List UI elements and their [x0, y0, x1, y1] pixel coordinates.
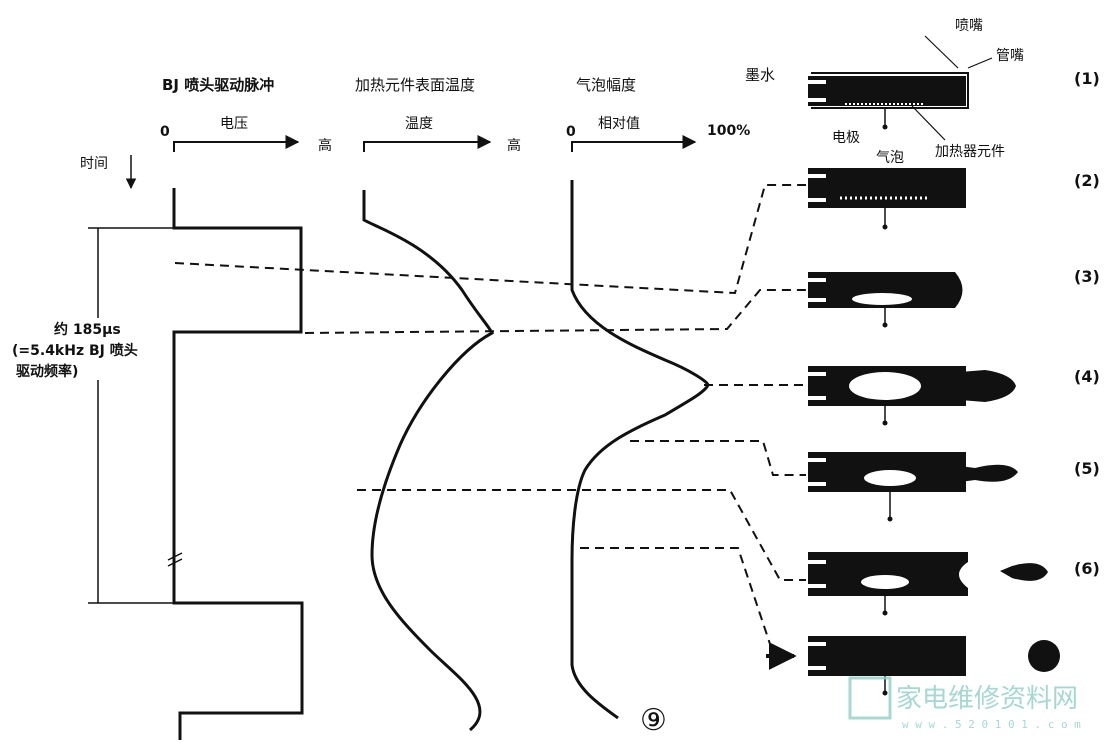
stage-label-1: (1)	[1074, 69, 1100, 88]
temperature-axis-arrow	[363, 135, 492, 152]
bubble-label: 气泡	[876, 150, 904, 166]
stage-label-3: (3)	[1074, 267, 1100, 286]
bubble-axis-high: 100%	[707, 123, 750, 139]
nozzle-stage-5	[808, 452, 1018, 522]
watermark: 家电维修资料网 w w w . 5 2 0 1 0 1 . c o m	[848, 676, 1081, 731]
stage-label-6: (6)	[1074, 559, 1100, 578]
stage-label-5: (5)	[1074, 459, 1100, 478]
temperature-axis-label: 温度	[405, 116, 433, 132]
temperature-column-title: 加热元件表面温度	[355, 76, 475, 94]
pulse-axis-high: 高	[318, 137, 332, 154]
nozzle-label: 喷嘴	[955, 18, 983, 34]
nozzle-stage-2	[808, 168, 966, 230]
bubble-axis-arrow	[571, 135, 697, 152]
drive-pulse-waveform	[172, 188, 304, 740]
watermark-logo	[848, 676, 892, 720]
time-label: 时间	[80, 156, 108, 172]
heater-leader	[911, 105, 946, 141]
stage-label-4: (4)	[1074, 367, 1100, 386]
pulse-axis-zero: 0	[160, 124, 170, 140]
period-label-line3: 驱动频率)	[16, 363, 78, 380]
watermark-text: 家电维修资料网	[896, 684, 1078, 714]
electrode-label: 电极	[832, 130, 860, 146]
ink-label: 墨水	[745, 66, 775, 84]
bubble-amplitude-curve	[570, 180, 710, 720]
time-break-mark	[167, 552, 183, 567]
nozzle-stage-4	[808, 366, 1016, 426]
dashed-connectors	[174, 184, 806, 657]
pulse-axis-label: 电压	[220, 116, 248, 132]
figure-number: ⑨	[640, 703, 667, 738]
stage-label-2: (2)	[1074, 171, 1100, 190]
heater-temperature-curve	[362, 190, 494, 732]
bubble-axis-label: 相对值	[598, 116, 640, 132]
nozzle-leader	[924, 35, 959, 69]
nozzle-stage-6	[808, 552, 1048, 616]
heater-label: 加热器元件	[935, 144, 1005, 160]
bubble-axis-zero: 0	[566, 124, 576, 140]
temperature-axis-high: 高	[507, 137, 521, 154]
pulse-column-title: BJ 喷头驱动脉冲	[162, 76, 274, 94]
period-label-background	[8, 318, 158, 380]
nozzle-stage-3	[808, 272, 963, 328]
tube-nozzle-label: 管嘴	[996, 48, 1024, 64]
nozzle-stage-7	[808, 636, 1060, 696]
period-label-line2: (=5.4kHz BJ 喷头	[12, 342, 138, 359]
watermark-url: w w w . 5 2 0 1 0 1 . c o m	[902, 718, 1081, 731]
tube-nozzle-leader	[967, 57, 993, 69]
nozzle-stage-1	[808, 72, 969, 130]
bubble-column-title: 气泡幅度	[576, 76, 636, 94]
pulse-axis-arrow	[173, 135, 300, 152]
period-label-line1: 约 185μs	[54, 321, 121, 338]
